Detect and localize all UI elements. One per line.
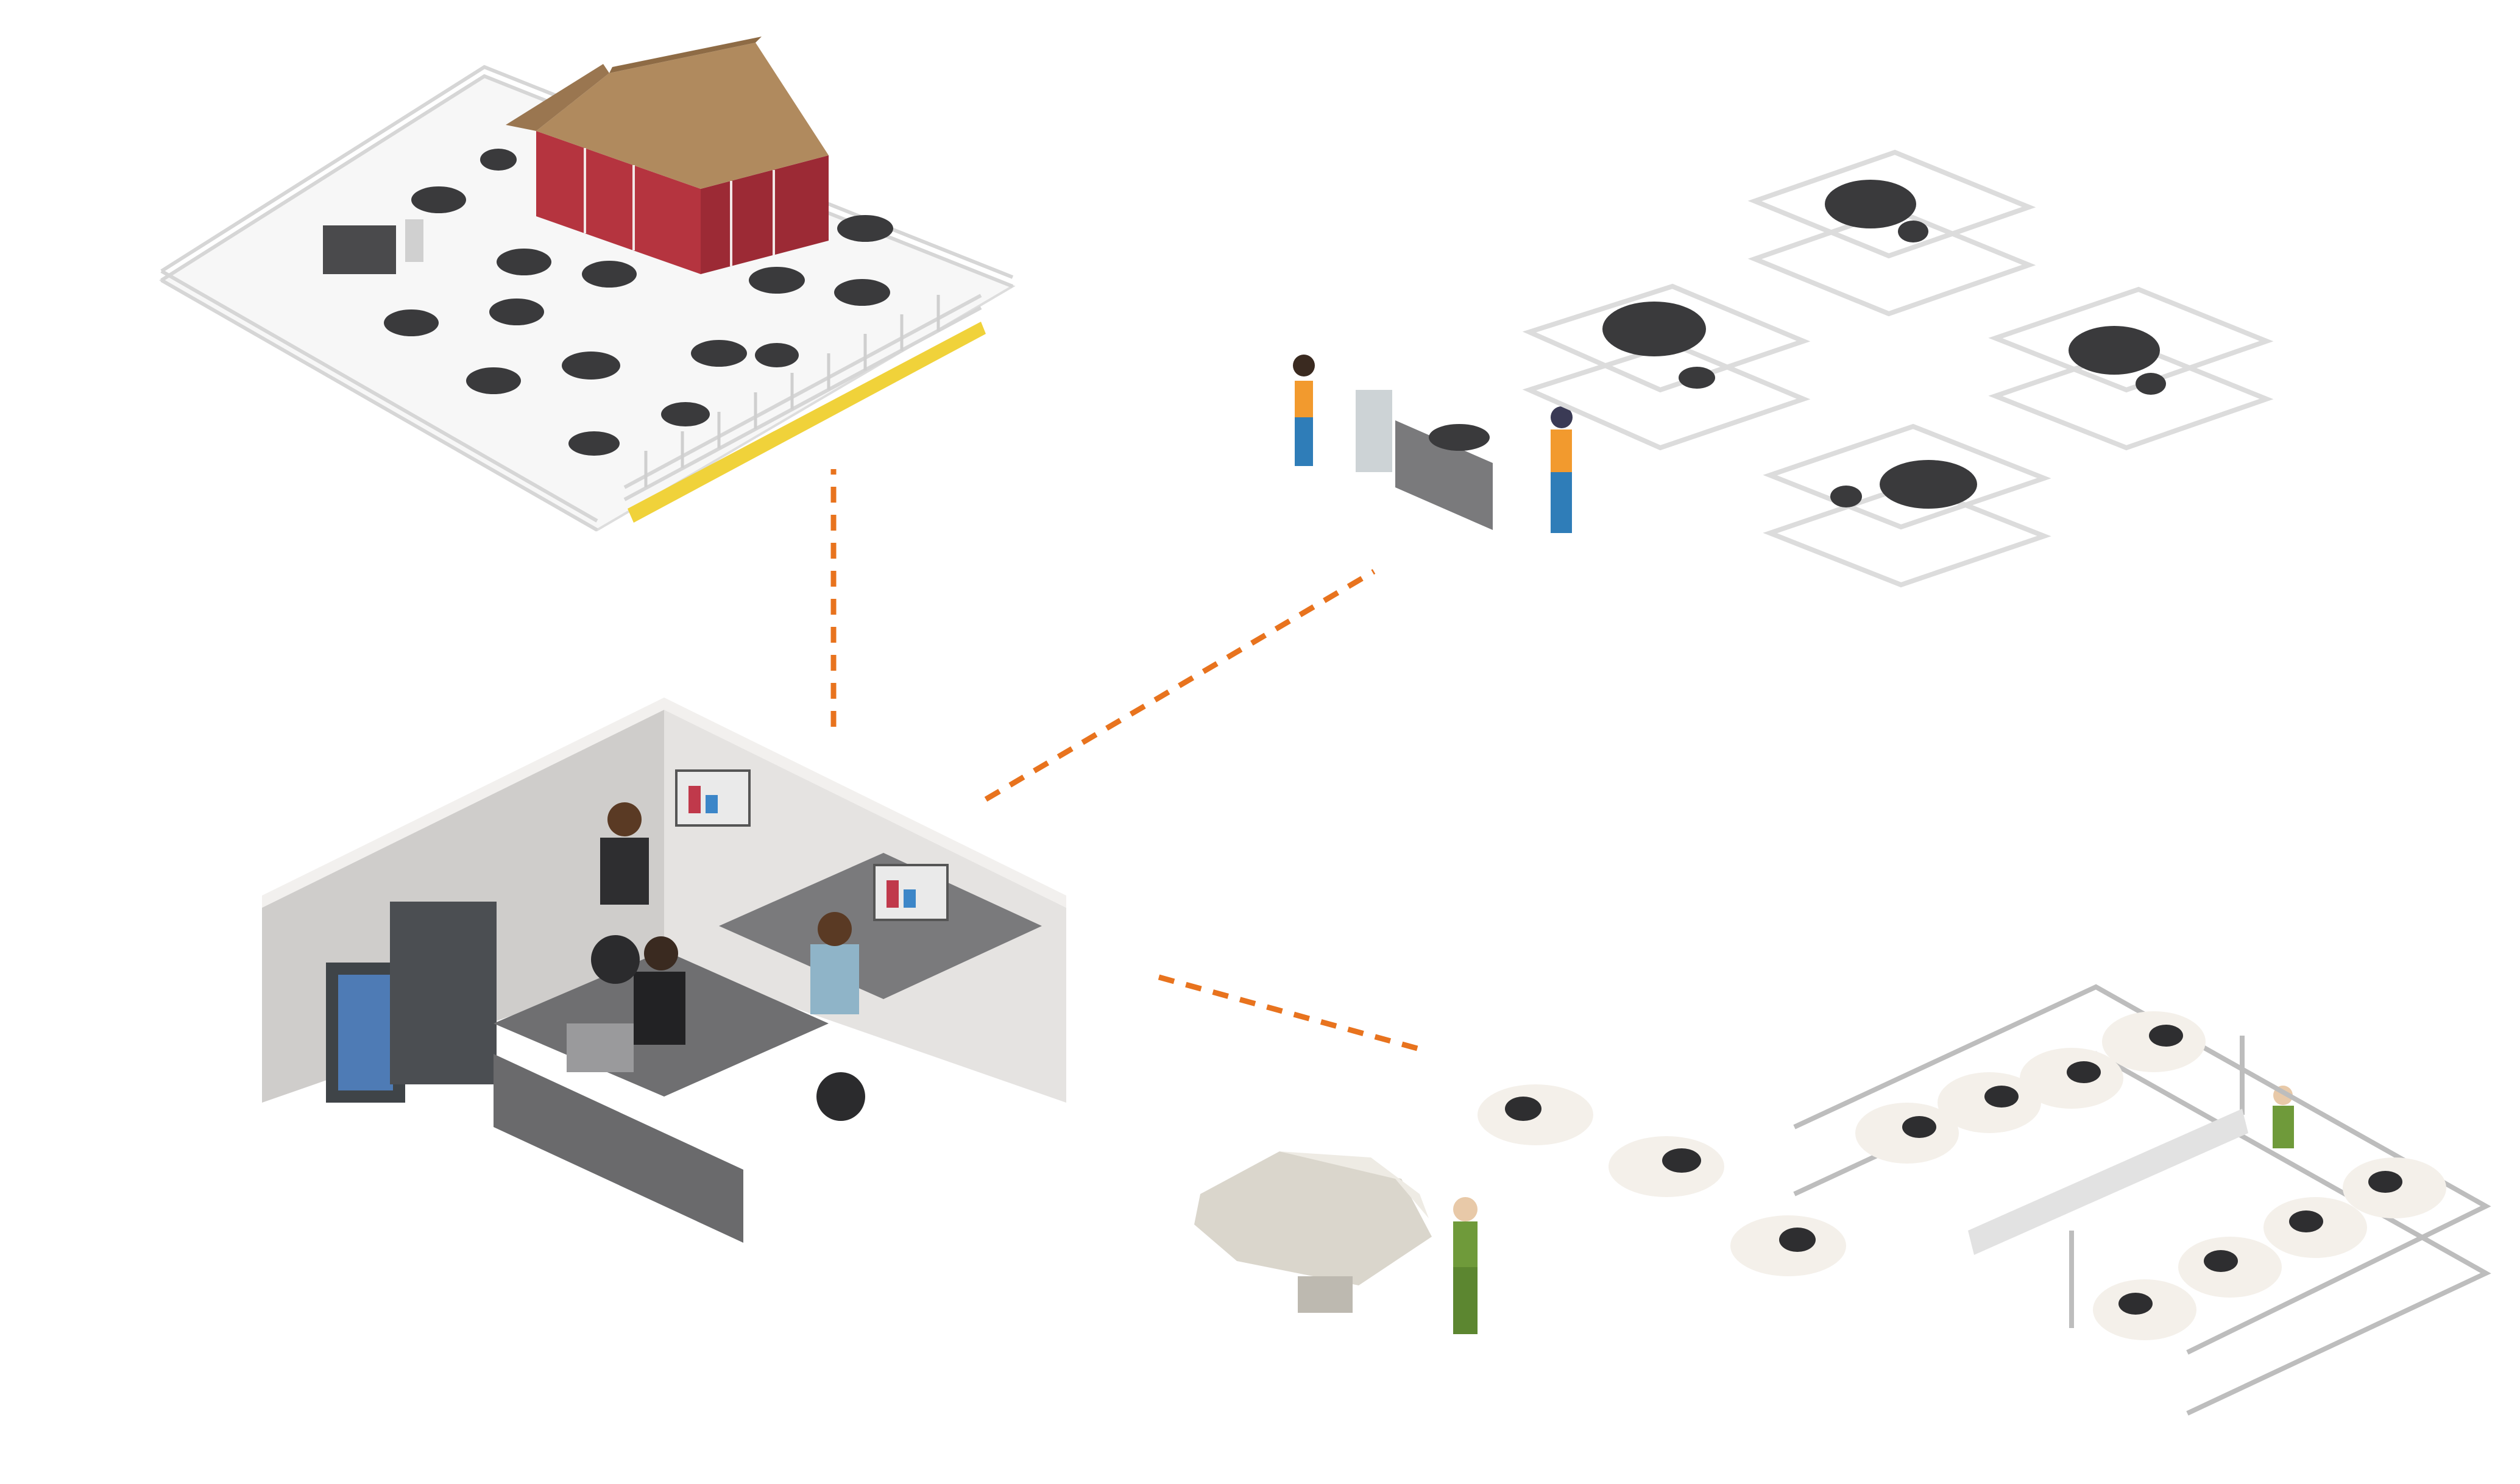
office-worker-3	[810, 912, 859, 1014]
office-chair-2	[816, 1072, 865, 1121]
control-box	[405, 219, 423, 262]
desk-bottom	[494, 1054, 743, 1243]
breeding-pens	[1522, 149, 2274, 588]
worker-tablet	[1293, 355, 1315, 466]
office-worker-1	[600, 802, 649, 905]
milk-tank	[1194, 1151, 1432, 1313]
farmer-tablet	[1453, 1197, 1478, 1334]
monitor-1	[675, 769, 751, 827]
server-rack-panel	[338, 975, 393, 1090]
monitor-2	[873, 864, 949, 921]
connector-office-milking	[1158, 974, 1421, 1052]
office-worker-2	[634, 936, 685, 1045]
office-scene	[262, 698, 1066, 1243]
weighed-calf	[1429, 424, 1490, 451]
barn	[506, 37, 829, 274]
pen-cattle	[1602, 180, 2166, 509]
walking-cows	[1478, 1084, 1846, 1276]
office-chair-1	[591, 935, 640, 984]
filing-cabinet	[390, 902, 497, 1084]
feed-trough	[628, 322, 986, 523]
feed-gate	[644, 295, 940, 487]
feeding-machine	[323, 225, 396, 274]
scale-terminal	[1356, 390, 1392, 472]
desk-right	[719, 853, 1042, 999]
weighing-scale	[1395, 420, 1493, 530]
worker-gesturing	[1551, 406, 1573, 533]
farmer-parlor	[2273, 1086, 2294, 1148]
parlor-walkway	[1968, 1109, 2248, 1255]
feedlot-cattle	[384, 149, 893, 456]
feedlot-fence	[160, 65, 1014, 532]
breeding-scene	[1293, 149, 2274, 588]
parlor-cows	[1855, 1011, 2446, 1340]
feedlot-scene	[159, 37, 1016, 532]
monitor-3	[567, 1023, 634, 1072]
connectors	[830, 469, 1421, 1052]
milking-scene	[1194, 984, 2491, 1416]
connector-office-breeding	[984, 569, 1376, 802]
